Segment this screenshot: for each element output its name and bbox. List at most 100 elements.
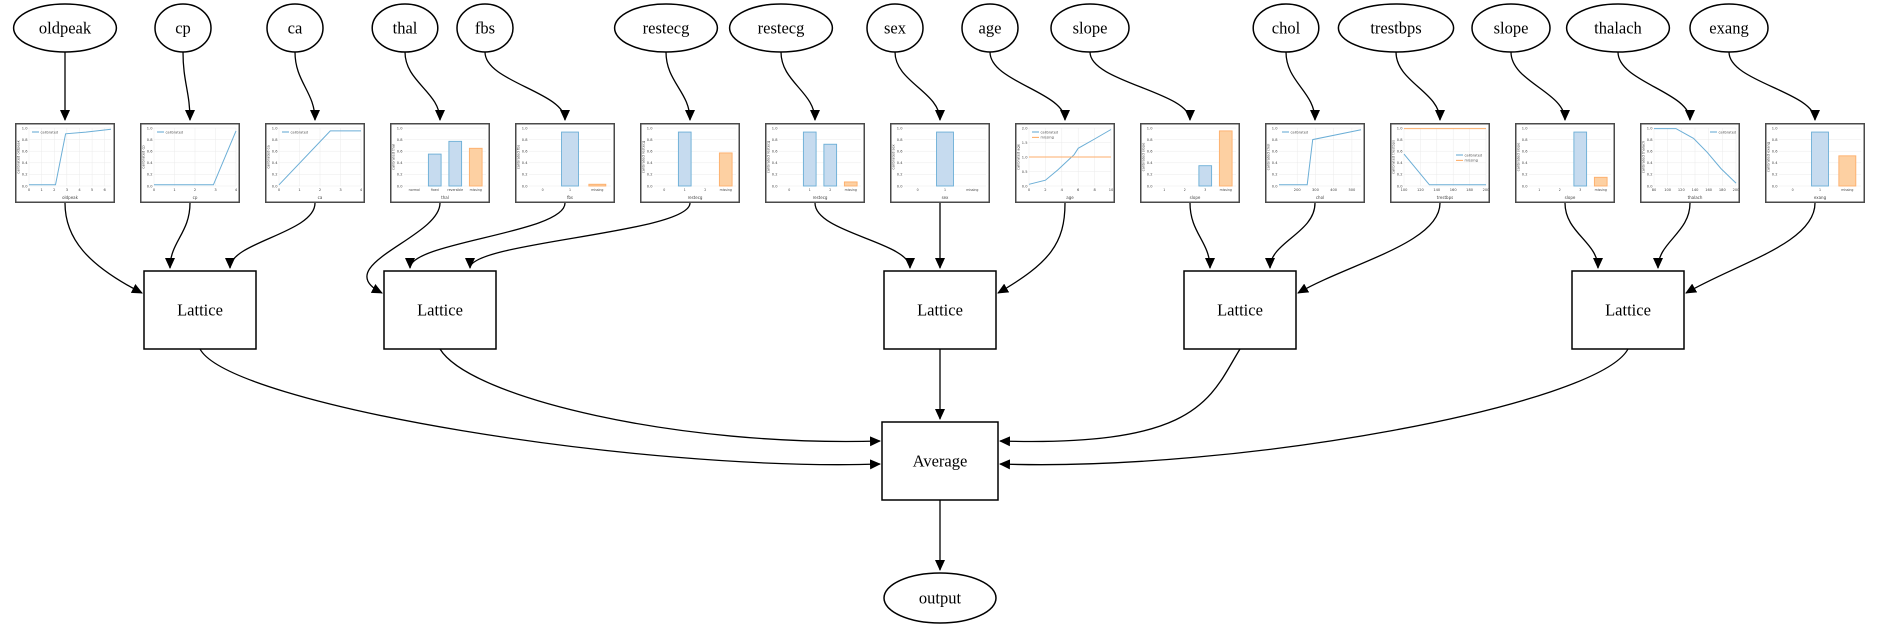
edge-feature-to-chart bbox=[1285, 51, 1320, 121]
x-axis-title: oldpeak bbox=[62, 195, 79, 200]
lattice-label: Lattice bbox=[177, 301, 223, 320]
y-tick-label: 0.4 bbox=[647, 161, 653, 165]
y-axis-title: calibrated restecg bbox=[642, 141, 646, 174]
y-tick-label: 1.0 bbox=[897, 126, 903, 130]
edge-feature-to-chart bbox=[780, 51, 820, 121]
feature-label: age bbox=[979, 19, 1002, 38]
y-tick-label: 0.2 bbox=[897, 173, 903, 177]
x-tick-label: 0 bbox=[542, 188, 544, 192]
y-tick-label: 0.0 bbox=[1772, 184, 1778, 188]
x-tick-label: 80 bbox=[1652, 188, 1657, 192]
x-tick-label: 500 bbox=[1348, 188, 1356, 192]
y-tick-label: 0.2 bbox=[397, 173, 403, 177]
x-tick-label: 400 bbox=[1330, 188, 1338, 192]
legend-label: missing bbox=[1465, 159, 1478, 163]
x-tick-label: 6 bbox=[104, 188, 107, 192]
feature-label: thal bbox=[393, 19, 418, 38]
y-tick-label: 0.0 bbox=[772, 184, 778, 188]
edge-feature-to-chart bbox=[1510, 51, 1570, 121]
edge-feature-to-chart bbox=[894, 51, 945, 121]
x-tick-label: 3 bbox=[339, 188, 341, 192]
y-tick-label: 0.4 bbox=[1272, 161, 1278, 165]
edge-chart-to-lattice bbox=[1653, 202, 1691, 269]
y-tick-label: 1.0 bbox=[772, 126, 778, 130]
y-tick-label: 0.6 bbox=[1397, 150, 1403, 154]
feature-label: restecg bbox=[643, 19, 690, 38]
edge-feature-to-chart bbox=[665, 51, 695, 121]
edge-chart-to-lattice bbox=[405, 202, 566, 269]
x-tick-label: 200 bbox=[1483, 188, 1491, 192]
legend-label: calibrated bbox=[1719, 130, 1737, 134]
y-tick-label: 0.6 bbox=[647, 150, 653, 154]
x-tick-label: 200 bbox=[1294, 188, 1302, 192]
y-axis-title: calibrated chol bbox=[1267, 144, 1271, 171]
y-tick-label: 0.0 bbox=[897, 184, 903, 188]
y-axis-title: calibrated slope bbox=[1142, 142, 1146, 172]
edge-chart-to-lattice bbox=[64, 202, 143, 294]
x-tick-label: 1 bbox=[173, 188, 175, 192]
edge-chart-to-lattice bbox=[997, 202, 1066, 294]
bar-calibrated bbox=[1198, 165, 1213, 187]
y-tick-label: 0.4 bbox=[522, 161, 528, 165]
x-tick-label: 2 bbox=[1184, 188, 1186, 192]
x-tick-label: 2 bbox=[319, 188, 321, 192]
bar-missing bbox=[1838, 155, 1857, 187]
lattice-label: Lattice bbox=[1605, 301, 1651, 320]
bar-calibrated bbox=[1573, 131, 1588, 187]
x-axis-title: thalach bbox=[1688, 195, 1703, 200]
bar-calibrated bbox=[802, 131, 817, 187]
calibration-line-calibrated bbox=[154, 130, 237, 186]
y-tick-label: 0.2 bbox=[272, 173, 278, 177]
y-tick-label: 0.6 bbox=[1772, 150, 1778, 154]
average-node bbox=[881, 421, 999, 501]
y-tick-label: 0.0 bbox=[647, 184, 653, 188]
x-axis-title: exang bbox=[1814, 195, 1827, 200]
y-tick-label: 0.2 bbox=[1397, 173, 1403, 177]
y-tick-label: 0.0 bbox=[1147, 184, 1153, 188]
legend-label: calibrated bbox=[1465, 153, 1483, 157]
feature-label: restecg bbox=[758, 19, 805, 38]
x-axis-title: chol bbox=[1316, 195, 1324, 200]
edge-lattice-to-average bbox=[439, 348, 881, 447]
x-tick-label: fixed bbox=[431, 188, 439, 192]
edge-chart-to-lattice bbox=[1685, 202, 1816, 294]
y-tick-label: 0.6 bbox=[147, 150, 153, 154]
y-tick-label: 0.8 bbox=[22, 138, 28, 142]
x-tick-label: 1 bbox=[40, 188, 42, 192]
y-axis-title: calibrated oldpeak bbox=[17, 139, 21, 173]
x-tick-label: missing bbox=[1220, 188, 1232, 192]
legend-label: calibrated bbox=[1291, 130, 1309, 134]
calibration-line-calibrated bbox=[1403, 153, 1486, 186]
y-axis-title: calibrated trestbps bbox=[1392, 140, 1396, 174]
y-tick-label: 1.0 bbox=[1772, 126, 1778, 130]
lattice-label: Lattice bbox=[417, 301, 463, 320]
bar-calibrated bbox=[561, 131, 579, 187]
calibration-line-calibrated bbox=[278, 130, 361, 186]
y-tick-label: 0.0 bbox=[22, 184, 28, 188]
x-tick-label: missing bbox=[845, 188, 857, 192]
edge-feature-to-chart bbox=[1728, 51, 1820, 121]
x-axis-title: cp bbox=[193, 195, 198, 200]
edge-lattice-to-average bbox=[999, 348, 1241, 447]
x-axis-title: sex bbox=[942, 195, 949, 200]
x-tick-label: 3 bbox=[214, 188, 216, 192]
bar-calibrated bbox=[823, 143, 838, 187]
feature-label: ca bbox=[288, 19, 303, 38]
edge-chart-to-lattice bbox=[814, 202, 915, 269]
x-axis-title: ca bbox=[318, 195, 323, 200]
bar-calibrated bbox=[677, 131, 692, 187]
edge-chart-to-lattice bbox=[1564, 202, 1603, 269]
x-tick-label: 0 bbox=[663, 188, 665, 192]
x-tick-label: 300 bbox=[1312, 188, 1320, 192]
y-tick-label: 1.0 bbox=[1272, 126, 1278, 130]
x-tick-label: 2 bbox=[1559, 188, 1561, 192]
y-tick-label: 0.2 bbox=[1772, 173, 1778, 177]
y-tick-label: 0.2 bbox=[22, 173, 28, 177]
